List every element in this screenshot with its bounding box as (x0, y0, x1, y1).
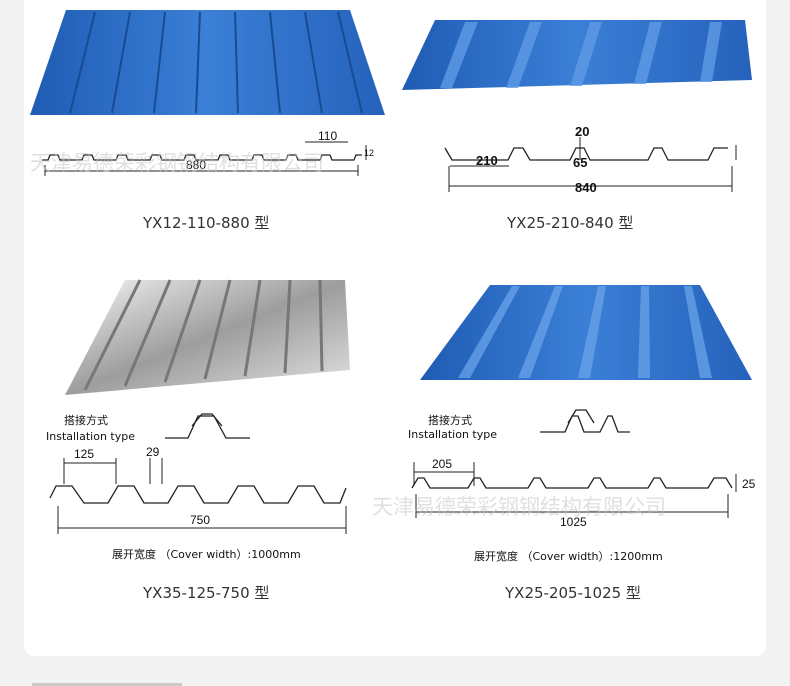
install-label-en-yx25-1025: Installation type (408, 428, 497, 441)
dim-yx25-1025-width: 1025 (560, 515, 587, 529)
profile-drawing-yx25-1025: 搭接方式 Installation type 205 25 1025 展开宽度 … (408, 409, 756, 563)
dim-yx12-rib: 110 (318, 129, 337, 143)
sheet-image-yx12 (30, 10, 385, 115)
profile-drawing-yx12: 110 880 12 (42, 129, 374, 176)
caption-yx25-840: YX25-210-840 型 (507, 214, 634, 232)
dim-yx25-840-spacing: 210 (476, 153, 498, 168)
dim-yx35-spacing: 125 (74, 447, 94, 461)
caption-yx12: YX12-110-880 型 (143, 214, 270, 232)
caption-yx35: YX35-125-750 型 (143, 584, 270, 602)
sheet-image-yx25-840 (402, 20, 752, 90)
dim-yx25-840-top: 20 (575, 124, 589, 139)
dim-yx25-840-width: 840 (575, 180, 597, 195)
sheet-image-yx35 (65, 279, 350, 395)
dim-yx35-width: 750 (190, 513, 210, 527)
cover-width-yx25-1025: 展开宽度 （Cover width）:1200mm (474, 549, 663, 563)
dim-yx25-840-rib: 65 (573, 155, 587, 170)
dim-yx12-width: 880 (186, 158, 206, 172)
profile-drawing-yx35: 搭接方式 Installation type 125 29 750 展开宽度 （… (46, 413, 347, 561)
install-label-cn-yx25-1025: 搭接方式 (428, 413, 472, 427)
dim-yx25-1025-height: 25 (742, 477, 756, 491)
bottom-divider (32, 683, 182, 686)
sheet-image-yx25-1025 (420, 285, 752, 380)
install-label-cn-yx35: 搭接方式 (64, 413, 108, 427)
caption-yx25-1025: YX25-205-1025 型 (505, 584, 641, 602)
profile-drawing-yx25-840: 20 210 65 840 (444, 124, 737, 195)
watermark-bottom: 天津易德荣彩钢钢结构有限公司 (372, 495, 666, 519)
dim-yx25-1025-spacing: 205 (432, 457, 452, 471)
cover-width-yx35: 展开宽度 （Cover width）:1000mm (112, 547, 301, 561)
watermark-top: 天津易德荣彩钢钢结构有限公司 (30, 151, 324, 175)
dim-yx35-top: 29 (146, 445, 160, 459)
install-label-en-yx35: Installation type (46, 430, 135, 443)
dim-yx12-height: 12 (364, 148, 374, 158)
